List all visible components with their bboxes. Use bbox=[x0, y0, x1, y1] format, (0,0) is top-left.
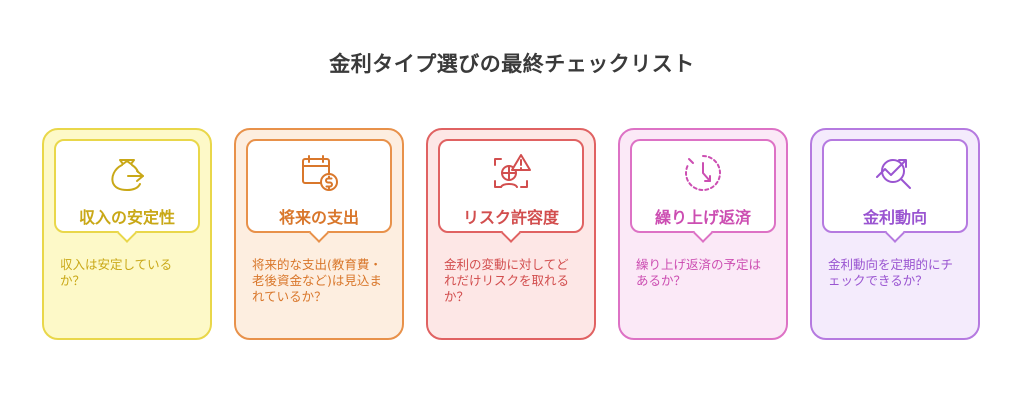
calendar-dollar-icon bbox=[297, 151, 341, 195]
card-title: 繰り上げ返済 bbox=[654, 208, 751, 227]
clock-arrow-icon bbox=[681, 151, 725, 195]
card-header: 将来の支出 bbox=[246, 139, 392, 243]
card-description: 収入は安定しているか？ bbox=[60, 257, 173, 288]
card-income-stability: 収入の安定性 収入は安定しているか？ bbox=[42, 128, 212, 340]
card-title: 金利動向 bbox=[862, 208, 927, 227]
card-title: 収入の安定性 bbox=[78, 208, 175, 227]
card-description: 金利の変動に対してどれだけリスクを取れるか？ bbox=[444, 257, 570, 304]
page-title: 金利タイプ選びの最終チェックリスト bbox=[329, 52, 695, 76]
card-prepayment: 繰り上げ返済 繰り上げ返済の予定はあるか？ bbox=[618, 128, 788, 340]
card-header: 金利動向 bbox=[822, 139, 968, 243]
card-risk-tolerance: リスク許容度 金利の変動に対してどれだけリスクを取れるか？ bbox=[426, 128, 596, 340]
card-future-expenses: 将来の支出 将来的な支出(教育費・老後資金など)は見込まれているか？ bbox=[234, 128, 404, 340]
money-bag-icon bbox=[105, 151, 149, 195]
card-header: 収入の安定性 bbox=[54, 139, 200, 243]
trend-magnifier-icon bbox=[873, 151, 917, 195]
card-interest-trend: 金利動向 金利動向を定期的にチェックできるか？ bbox=[810, 128, 980, 340]
card-header: リスク許容度 bbox=[438, 139, 584, 243]
card-header: 繰り上げ返済 bbox=[630, 139, 776, 243]
card-description: 金利動向を定期的にチェックできるか？ bbox=[828, 257, 954, 288]
risk-warning-icon bbox=[489, 151, 533, 195]
card-description: 将来的な支出(教育費・老後資金など)は見込まれているか？ bbox=[252, 257, 382, 304]
card-title: 将来の支出 bbox=[278, 208, 359, 227]
card-description: 繰り上げ返済の予定はあるか？ bbox=[636, 257, 762, 288]
card-title: リスク許容度 bbox=[462, 208, 559, 227]
